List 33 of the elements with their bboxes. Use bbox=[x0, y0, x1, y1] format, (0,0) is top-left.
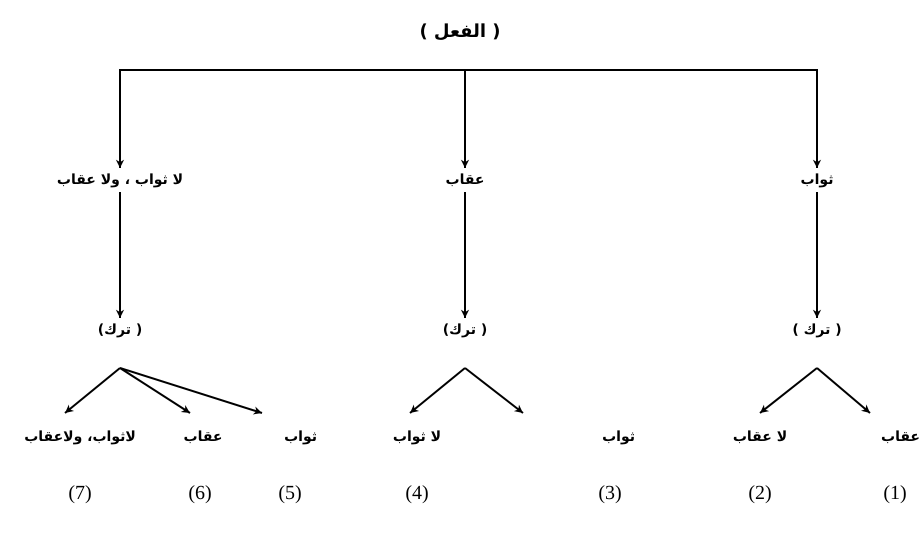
node-label: ( ترك ) bbox=[772, 318, 862, 368]
node-label: لاثواب، ولاعقاب bbox=[10, 413, 150, 451]
arrow bbox=[116, 69, 460, 168]
arrow bbox=[64, 367, 121, 414]
arrow bbox=[116, 192, 124, 318]
item-number: (4) bbox=[404, 481, 430, 505]
node-label: ( ترك) bbox=[75, 318, 165, 368]
item-number: (5) bbox=[277, 481, 303, 505]
arrow bbox=[120, 367, 262, 414]
node-label: لا ثواب ، ولا عقاب bbox=[40, 168, 200, 192]
node-label: لا عقاب bbox=[720, 413, 800, 451]
item-number: (7) bbox=[67, 481, 93, 505]
node-label: لا ثواب bbox=[378, 413, 456, 451]
arrow bbox=[460, 69, 470, 168]
arrow bbox=[816, 367, 871, 414]
arrow bbox=[812, 192, 822, 318]
node-label: ( الفعل ) bbox=[380, 18, 540, 70]
node-label: عقاب bbox=[172, 413, 234, 451]
arrow bbox=[409, 367, 466, 414]
node-label: ثواب bbox=[255, 413, 317, 451]
arrow bbox=[759, 367, 818, 414]
arrow bbox=[464, 367, 524, 414]
item-number: (6) bbox=[187, 481, 213, 505]
arrow bbox=[119, 367, 191, 414]
node-label: عقاب bbox=[420, 168, 510, 192]
item-number: (1) bbox=[882, 481, 908, 505]
node-label: ثواب bbox=[772, 168, 862, 192]
node-label: عقاب bbox=[860, 413, 920, 451]
node-label: ثواب bbox=[515, 413, 635, 451]
item-number: (3) bbox=[597, 481, 623, 505]
node-label: ( ترك) bbox=[420, 318, 510, 368]
arrow bbox=[460, 192, 470, 318]
item-number: (2) bbox=[747, 481, 773, 505]
